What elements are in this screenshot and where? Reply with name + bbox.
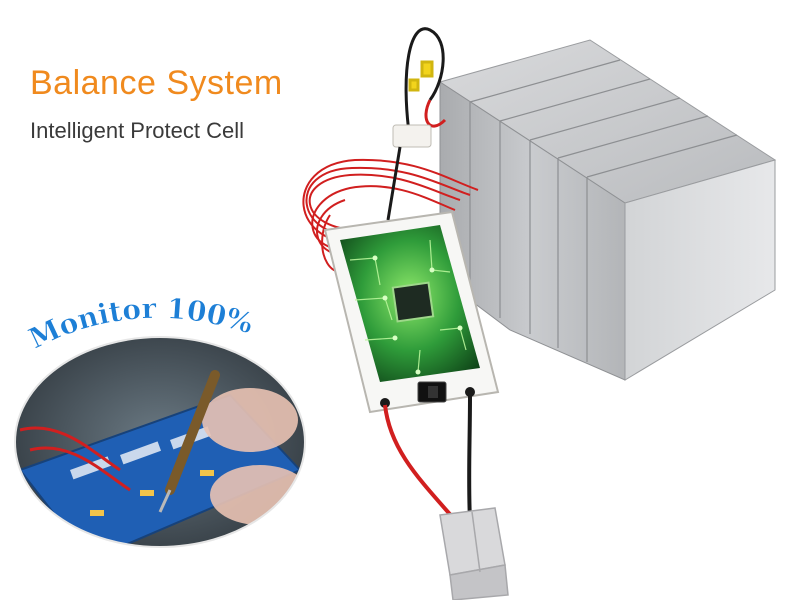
red-output-lead <box>383 404 457 522</box>
headline-subtitle: Intelligent Protect Cell <box>30 118 244 143</box>
connector-plug-white <box>392 124 432 148</box>
headline-title: Balance System <box>30 64 283 102</box>
pcb-pads <box>372 255 463 375</box>
battery-right-face <box>624 159 776 381</box>
top-lead-wires <box>404 27 447 141</box>
anderson-connector <box>439 507 509 600</box>
chip-icon <box>391 281 435 323</box>
sense-wire-bundle <box>302 158 479 273</box>
battery-cell-seams <box>469 59 738 362</box>
terminal-negative-icon <box>380 398 390 408</box>
soldering-photo <box>15 337 305 547</box>
bms-module <box>323 210 500 414</box>
photo-circle-frame <box>14 336 306 548</box>
terminal-positive-icon <box>465 387 475 397</box>
black-output-lead <box>467 394 472 521</box>
battery-pack <box>438 39 777 381</box>
